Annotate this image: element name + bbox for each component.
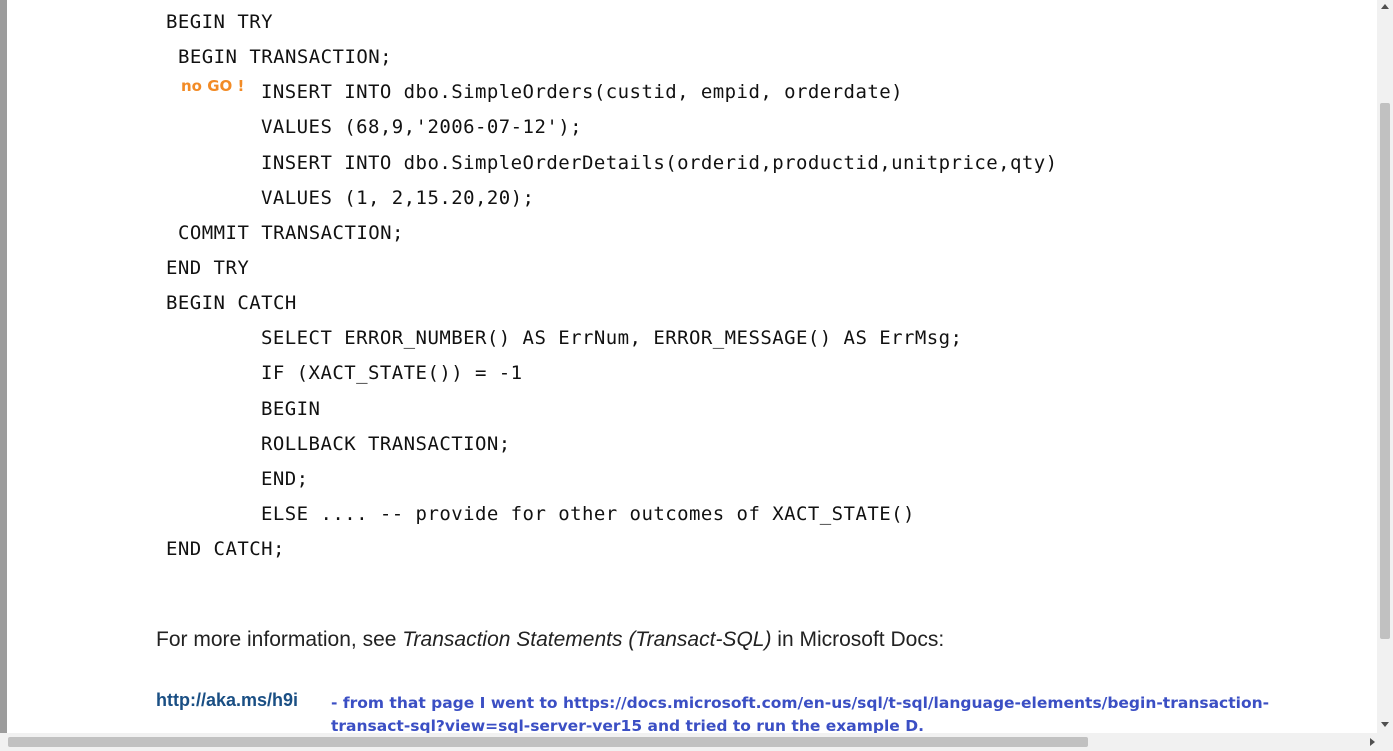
left-edge-bar — [0, 0, 7, 751]
code-line: VALUES (68,9,'2006-07-12'); — [261, 116, 583, 138]
code-line: VALUES (1, 2,15.20,20); — [261, 187, 535, 209]
code-line: SELECT ERROR_NUMBER() AS ErrNum, ERROR_M… — [261, 327, 963, 349]
user-comment: - from that page I went to https://docs.… — [331, 694, 1270, 735]
code-line: BEGIN TRY — [166, 11, 274, 33]
scroll-right-arrow-icon[interactable] — [1370, 738, 1375, 746]
horizontal-scrollbar[interactable] — [0, 733, 1393, 751]
code-line: COMMIT TRANSACTION; — [178, 222, 404, 244]
vertical-scrollbar[interactable] — [1377, 0, 1393, 733]
code-line: BEGIN TRANSACTION; — [178, 46, 393, 68]
code-line: ELSE .... -- provide for other outcomes … — [261, 503, 915, 525]
more-info-prefix: For more information, see — [156, 628, 403, 651]
code-line: INSERT INTO dbo.SimpleOrderDetails(order… — [261, 152, 1058, 174]
scroll-up-arrow-icon[interactable] — [1381, 4, 1389, 9]
vertical-scroll-thumb[interactable] — [1380, 103, 1390, 639]
more-info-text: For more information, see Transaction St… — [156, 628, 944, 652]
no-go-annotation: no GO ! — [181, 77, 245, 95]
docs-title: Transaction Statements (Transact-SQL) — [402, 628, 772, 651]
code-line: END; — [261, 468, 309, 490]
code-line: ROLLBACK TRANSACTION; — [261, 433, 511, 455]
horizontal-scroll-thumb[interactable] — [8, 737, 1088, 747]
scroll-down-arrow-icon[interactable] — [1381, 722, 1389, 727]
code-line: INSERT INTO dbo.SimpleOrders(custid, emp… — [261, 81, 904, 103]
code-line: BEGIN CATCH — [166, 292, 297, 314]
code-line: BEGIN — [261, 398, 321, 420]
code-line: END CATCH; — [166, 538, 285, 560]
code-line: IF (XACT_STATE()) = -1 — [261, 362, 523, 384]
more-info-suffix: in Microsoft Docs: — [771, 628, 945, 651]
aka-ms-link[interactable]: http://aka.ms/h9i — [156, 690, 299, 710]
code-line: END TRY — [166, 257, 250, 279]
